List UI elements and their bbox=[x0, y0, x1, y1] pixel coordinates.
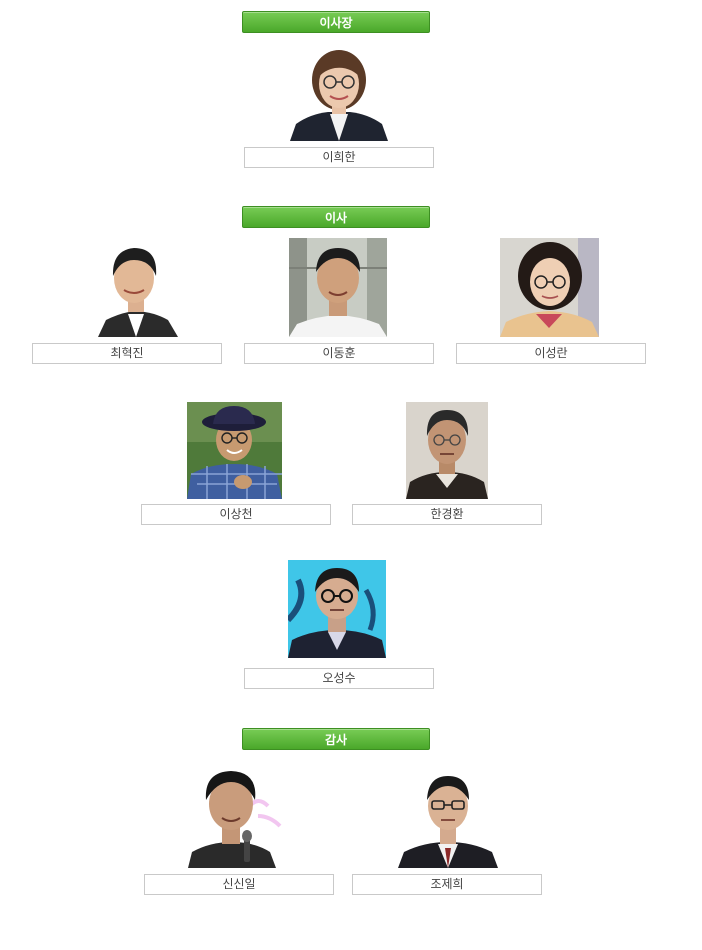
photo-director-6 bbox=[288, 560, 386, 658]
name-box: 이동훈 bbox=[244, 343, 434, 364]
name-box: 최혁진 bbox=[32, 343, 222, 364]
photo-auditor-2 bbox=[398, 768, 498, 868]
section-header-chairman: 이사장 bbox=[242, 11, 430, 33]
photo-director-4 bbox=[187, 402, 282, 499]
name-box: 한경환 bbox=[352, 504, 542, 525]
section-header-auditors: 감사 bbox=[242, 728, 430, 750]
photo-director-1 bbox=[88, 238, 186, 337]
photo-director-3 bbox=[500, 238, 599, 337]
name-box: 조제희 bbox=[352, 874, 542, 895]
photo-director-5 bbox=[406, 402, 488, 499]
photo-director-2 bbox=[289, 238, 387, 337]
name-box: 이희한 bbox=[244, 147, 434, 168]
name-box: 신신일 bbox=[144, 874, 334, 895]
photo-chairman bbox=[290, 42, 388, 141]
name-box: 이성란 bbox=[456, 343, 646, 364]
photo-auditor-1 bbox=[188, 766, 286, 868]
name-box: 이상천 bbox=[141, 504, 331, 525]
section-header-directors: 이사 bbox=[242, 206, 430, 228]
name-box: 오성수 bbox=[244, 668, 434, 689]
